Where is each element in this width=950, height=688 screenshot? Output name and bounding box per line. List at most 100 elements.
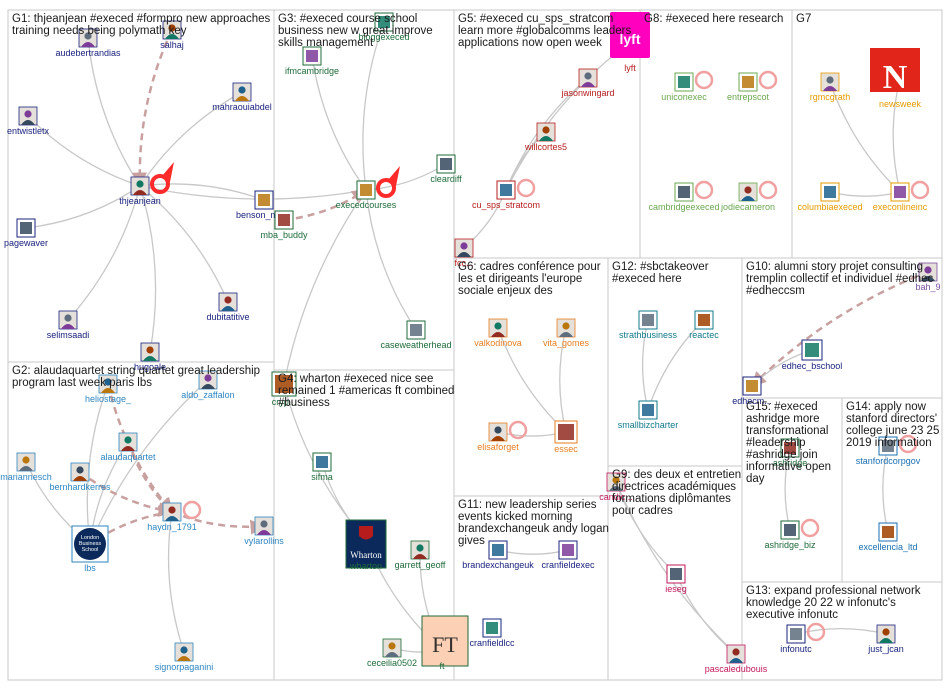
node-cleardiff[interactable]: cleardiff bbox=[430, 154, 462, 184]
group-box-g2 bbox=[7, 361, 275, 681]
node-benson_marshall[interactable]: benson_m... ll bbox=[236, 190, 292, 220]
node-infonutc[interactable]: infonutc bbox=[780, 624, 812, 654]
group-box-g12 bbox=[607, 257, 743, 467]
node-stanfordcorpgov[interactable]: stanfordcorpgov bbox=[856, 436, 921, 466]
node-brandexchangeuk[interactable]: brandexchangeuk bbox=[462, 540, 534, 570]
node-label-caseweatherhead: caseweatherhead bbox=[380, 340, 451, 350]
node-columbiaexeced[interactable]: columbiaexeced bbox=[797, 182, 863, 212]
node-thjeanjean[interactable]: thjeanjean bbox=[119, 176, 161, 206]
group-title-g5-line-3: applications now open week bbox=[458, 37, 602, 49]
node-strathbusiness[interactable]: strathbusiness bbox=[619, 310, 678, 340]
node-vita_gomes[interactable]: vita_gomes bbox=[543, 318, 590, 348]
node-haydn_1791[interactable]: haydn_1791 bbox=[147, 502, 197, 532]
group-title-g3-line-2: business new w great improve bbox=[278, 25, 433, 37]
node-label-brandexchangeuk: brandexchangeuk bbox=[462, 560, 534, 570]
node-edhecmasters[interactable]: edhecm... bbox=[732, 376, 772, 406]
node-cranfieldexec[interactable]: cranfieldexec bbox=[541, 540, 595, 570]
node-cambridgeexeced[interactable]: cambridgeexeced bbox=[648, 182, 720, 212]
logo-mark-icon bbox=[642, 314, 654, 326]
node-pascaledubouis[interactable]: pascaledubouis bbox=[705, 644, 768, 674]
node-entwistletx[interactable]: entwistletx bbox=[7, 106, 50, 136]
node-ieseg[interactable]: ieseg bbox=[665, 564, 687, 594]
logo-mark-icon bbox=[378, 16, 390, 28]
node-crypto[interactable]: cryp... bbox=[271, 371, 297, 407]
node-ashridge[interactable]: ashridge bbox=[773, 438, 808, 468]
node-hugoale[interactable]: hugoale bbox=[134, 342, 166, 372]
node-garrett_geoff[interactable]: garrett_geoff bbox=[395, 540, 446, 570]
avatar-head-icon bbox=[744, 186, 752, 194]
node-label-cu_sps_stratcom: cu_sps_stratcom bbox=[472, 200, 540, 210]
node-fcc[interactable]: fcc... bbox=[454, 238, 474, 268]
logo-mark-icon bbox=[784, 524, 796, 536]
avatar-head-icon bbox=[238, 86, 246, 94]
node-just_jcan[interactable]: just_jcan bbox=[867, 624, 904, 654]
logo-mark-icon bbox=[492, 544, 504, 556]
node-reactec[interactable]: reactec bbox=[689, 310, 719, 340]
node-mba_buddy[interactable]: mba_buddy bbox=[260, 210, 308, 240]
node-dubitatitive[interactable]: dubitatitive bbox=[206, 292, 250, 322]
node-ashridge_biz[interactable]: ashridge_biz bbox=[764, 520, 816, 550]
avatar-head-icon bbox=[180, 646, 188, 654]
nodes-layer: audebertrandias salhaj mahraouiabdel entwis… bbox=[0, 12, 941, 674]
node-aldo_zaffalon[interactable]: aldo_zaffalon bbox=[181, 370, 235, 400]
node-elisaforget[interactable]: elisaforget bbox=[477, 422, 519, 452]
group-title-g5-line-2: learn more #globalcomms leaders bbox=[458, 25, 631, 37]
group-title-g9-line-2: directrices académiques bbox=[612, 481, 736, 493]
node-label-cambridgeexeced: cambridgeexeced bbox=[648, 202, 719, 212]
node-pagewaver[interactable]: pagewaver bbox=[4, 218, 48, 248]
node-signorpaganini[interactable]: signorpaganini bbox=[155, 642, 214, 672]
node-jodiecameron[interactable]: jodiecameron bbox=[720, 182, 775, 212]
node-willcortes5[interactable]: willcortes5 bbox=[524, 122, 567, 152]
logo-mark-icon bbox=[678, 76, 690, 88]
edge-bloggexeced-to-execedcourses bbox=[362, 21, 385, 191]
group-title-g7-line-1: G7 bbox=[796, 13, 811, 25]
node-vylarollins[interactable]: vylarollins bbox=[244, 516, 284, 546]
node-sifma[interactable]: sifma bbox=[311, 452, 333, 482]
node-heliostage_[interactable]: heliostage_ bbox=[85, 374, 132, 404]
avatar-body-icon bbox=[177, 656, 191, 661]
node-rgmcgrath[interactable]: rgmcgrath bbox=[810, 72, 851, 102]
avatar-head-icon bbox=[388, 642, 396, 650]
group-boxes bbox=[7, 9, 943, 681]
node-mariannesch[interactable]: mariannesch bbox=[0, 452, 52, 482]
node-caseweatherhead[interactable]: caseweatherhead bbox=[380, 320, 452, 350]
node-ifmcambridge[interactable]: ifmcambridge bbox=[285, 46, 339, 76]
node-bah_9[interactable]: bah_9 bbox=[915, 262, 941, 292]
avatar-head-icon bbox=[22, 456, 30, 464]
node-jasonwingard[interactable]: jasonwingard bbox=[560, 68, 615, 98]
node-cranfieldlcc[interactable]: cranfieldlcc bbox=[469, 618, 515, 648]
node-selimsaadi[interactable]: selimsaadi bbox=[47, 310, 90, 340]
self-loop-elisaforget bbox=[508, 420, 528, 440]
node-edhec_bschool[interactable]: edhec_bschool bbox=[782, 339, 843, 371]
node-bernhardkerres[interactable]: bernhardkerres bbox=[49, 462, 111, 492]
node-salhaj[interactable]: salhaj bbox=[160, 20, 184, 50]
avatar-body-icon bbox=[609, 486, 623, 491]
node-smallbizcharter[interactable]: smallbizcharter bbox=[618, 400, 679, 430]
node-entrepscot[interactable]: entrepscot bbox=[727, 72, 770, 102]
node-candice[interactable]: candic... bbox=[599, 472, 633, 502]
node-audebertrandias[interactable]: audebertrandias bbox=[55, 28, 121, 58]
logo-mark-icon bbox=[316, 456, 328, 468]
node-mahraouiabdel[interactable]: mahraouiabdel bbox=[212, 82, 272, 112]
node-execonlineinc[interactable]: execonlineinc bbox=[873, 182, 928, 212]
node-ceceilia0502[interactable]: ceceilia0502 bbox=[367, 638, 417, 668]
node-label-bernhardkerres: bernhardkerres bbox=[49, 482, 111, 492]
node-alaudaquartet[interactable]: alaudaquartet bbox=[100, 432, 156, 462]
node-valkodinova[interactable]: valkodinova bbox=[474, 318, 522, 348]
node-excellencia_ltd[interactable]: excellencia_ltd bbox=[858, 522, 918, 552]
node-essec[interactable]: essec bbox=[554, 420, 578, 454]
lyft-logo-text: lyft bbox=[620, 31, 641, 47]
avatar-body-icon bbox=[385, 652, 399, 657]
node-execedcourses[interactable]: execedcourses bbox=[336, 180, 397, 210]
logo-mark-icon bbox=[440, 158, 452, 170]
avatar-body-icon bbox=[201, 384, 215, 389]
node-uniconexec[interactable]: uniconexec bbox=[661, 72, 707, 102]
node-bloggexeced[interactable]: bloggexeced bbox=[358, 12, 410, 42]
node-cu_sps_stratcom[interactable]: cu_sps_stratcom bbox=[472, 180, 540, 210]
avatar-head-icon bbox=[146, 346, 154, 354]
